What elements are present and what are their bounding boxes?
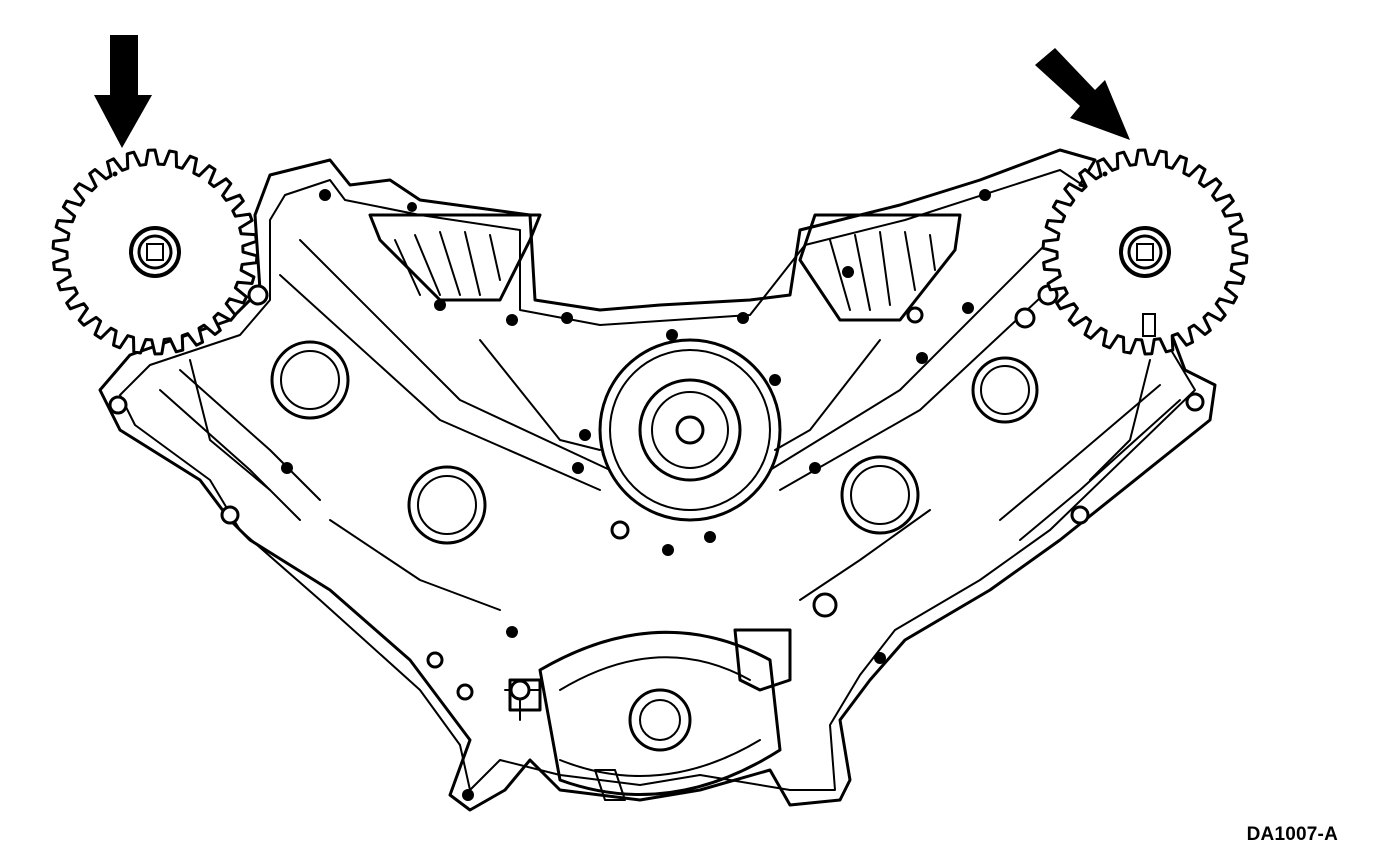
sprocket-bolt-head	[1136, 243, 1154, 261]
figure-id-label: DA1007-A	[1246, 824, 1338, 845]
crankshaft-hub	[598, 338, 782, 522]
right-manifold-stub	[798, 213, 962, 322]
timing-dot	[112, 171, 118, 177]
right-indicator-arrow	[1035, 48, 1130, 140]
sprocket-bolt	[137, 234, 173, 270]
left-indicator-arrow	[94, 35, 152, 148]
sprocket-bolt	[1127, 234, 1163, 270]
oil-pump-cover	[504, 628, 792, 801]
bolt-holes-open	[108, 284, 1205, 701]
timing-mark	[1142, 313, 1156, 337]
sprocket-bolt-head	[146, 243, 164, 261]
left-camshaft-sprocket	[51, 148, 259, 356]
left-manifold-stub	[368, 213, 542, 302]
timing-dot	[1102, 171, 1108, 177]
engine-block-outline	[98, 148, 1217, 812]
bolt-heads	[281, 189, 991, 801]
right-camshaft-sprocket	[1041, 148, 1249, 356]
bore-rings	[270, 340, 1039, 752]
